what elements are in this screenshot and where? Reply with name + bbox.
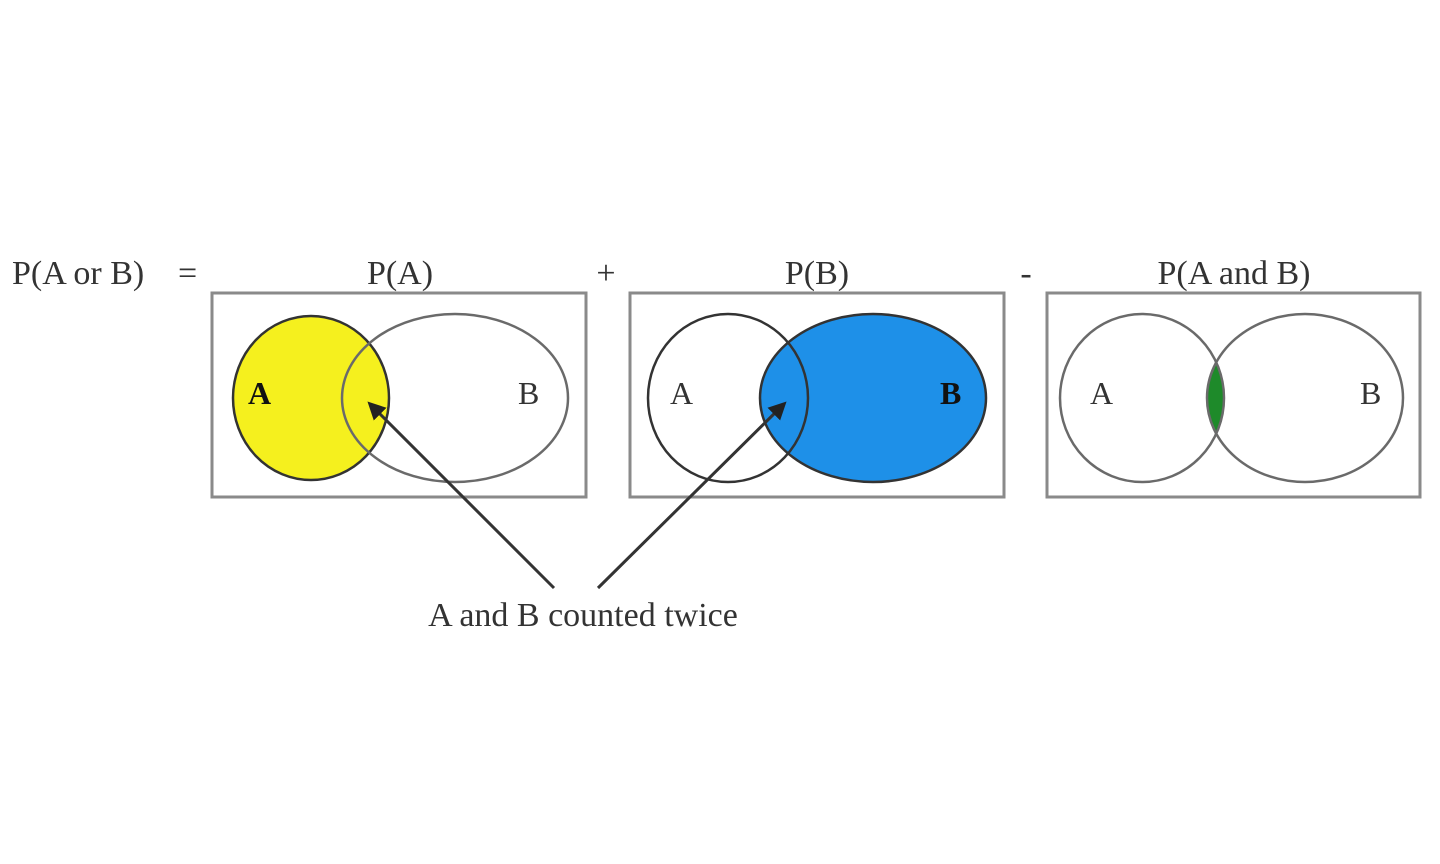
panel-ab-title: P(A and B) <box>1158 255 1311 292</box>
panel-a-set-b-ring <box>340 312 570 484</box>
plus-sign: + <box>596 255 615 292</box>
panel-ab-label-b: B <box>1360 375 1381 411</box>
panel-ab-set-b-ring <box>1205 312 1405 484</box>
panel-a-title: P(A) <box>367 255 433 292</box>
panel-a-set-a-shaded <box>231 314 391 482</box>
panel-b: A B <box>628 291 1006 499</box>
panel-ab: A B <box>1045 291 1422 499</box>
panel-a-label-a: A <box>248 375 271 411</box>
panel-b-set-a-ring <box>646 312 810 484</box>
panel-ab-label-a: A <box>1090 375 1113 411</box>
minus-sign: - <box>1020 255 1031 292</box>
panel-b-set-b-shaded <box>758 312 988 484</box>
panel-a: A B <box>210 291 588 499</box>
panel-b-label-a: A <box>670 375 693 411</box>
panel-a-label-b: B <box>518 375 539 411</box>
pointer-arrow-left <box>367 401 556 590</box>
formula-lhs: P(A or B) <box>12 255 144 292</box>
panel-ab-set-a-ring <box>1058 312 1226 484</box>
equals-sign: = <box>178 255 197 292</box>
pointer-arrow-right <box>596 401 787 590</box>
panel-b-label-b: B <box>940 375 961 411</box>
double-count-caption: A and B counted twice <box>428 597 738 634</box>
panel-b-title: P(B) <box>785 255 849 292</box>
